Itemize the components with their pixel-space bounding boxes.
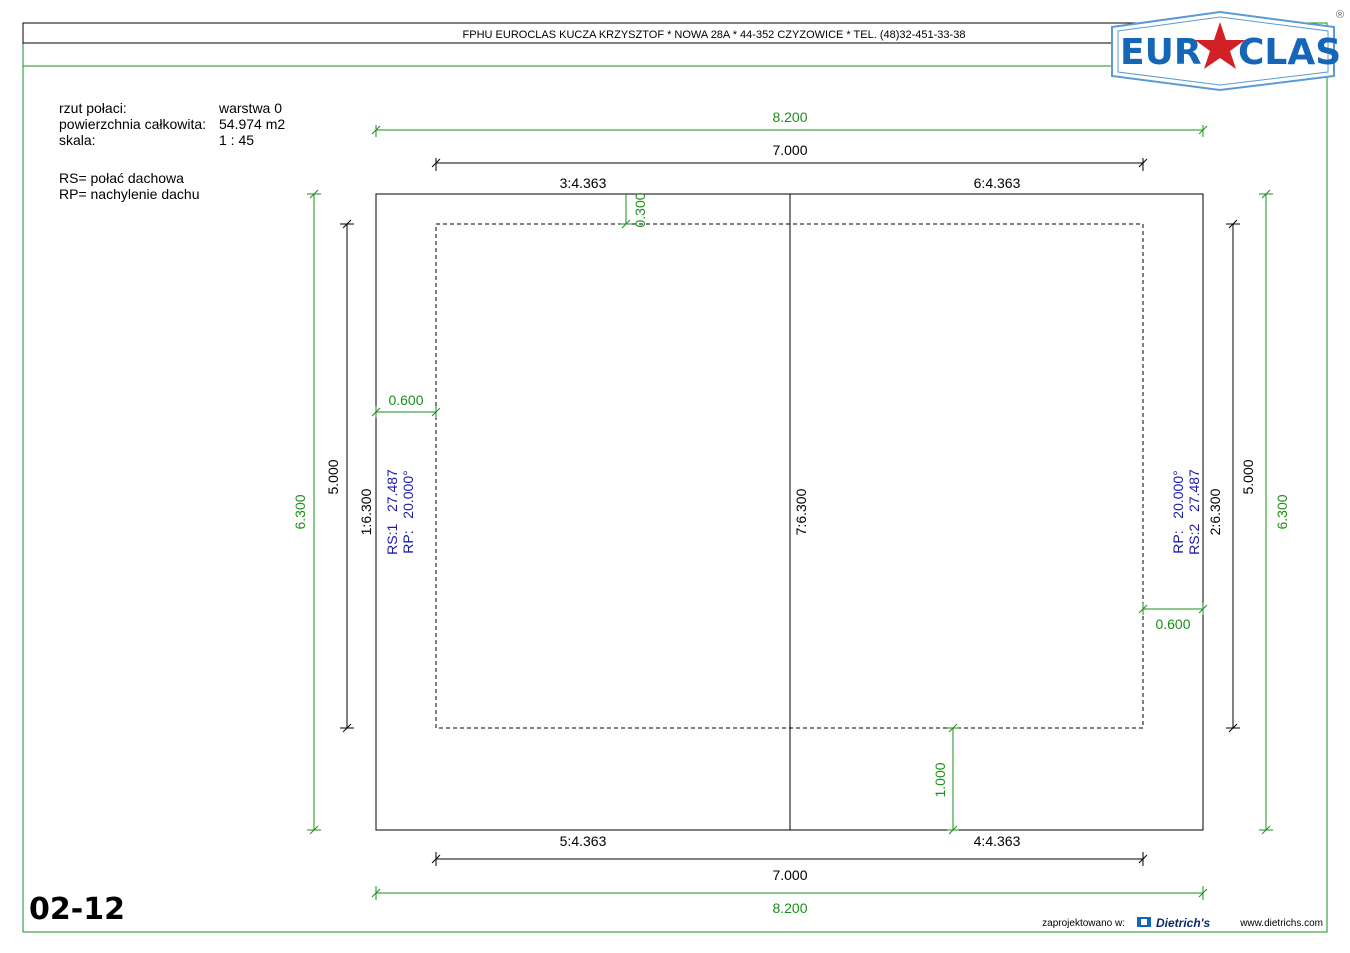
website: www.dietrichs.com xyxy=(1239,918,1323,929)
drawing-frame xyxy=(22,22,1328,933)
dim-left-outer-label: 6.300 xyxy=(292,494,308,529)
logo-text-right: CLAS xyxy=(1238,32,1341,73)
dim-top-inner xyxy=(431,158,1148,171)
label-rzut: rzut połaci: xyxy=(59,100,127,116)
dim-left-inner xyxy=(340,219,354,733)
edge-1-label: 1:6.300 xyxy=(358,488,374,535)
dim-top-outer xyxy=(371,125,1208,137)
surface-2-rp: RP: 20.000° xyxy=(1170,470,1186,553)
edge-5-label: 5:4.363 xyxy=(560,833,607,849)
dim-overhang-top-label: 0.300 xyxy=(632,192,648,227)
dim-bottom-outer-label: 8.200 xyxy=(772,900,807,916)
legend-rs: RS= połać dachowa xyxy=(59,170,184,186)
dim-top-inner-label: 7.000 xyxy=(772,142,807,158)
sheet-number: 02-12 xyxy=(29,892,125,927)
dim-overhang-right xyxy=(1138,603,1208,615)
surface-2-rs: RS:2 27.487 xyxy=(1186,469,1202,555)
surface-1-rs: RS:1 27.487 xyxy=(384,469,400,555)
registered-mark: ® xyxy=(1336,9,1344,21)
label-area: powierzchnia całkowita: xyxy=(59,116,206,132)
logo-star-icon xyxy=(1195,22,1245,69)
dim-right-inner xyxy=(1226,219,1240,733)
dim-right-outer xyxy=(1259,189,1273,835)
dim-bottom-outer xyxy=(371,886,1208,900)
edge-4-label: 4:4.363 xyxy=(974,833,1021,849)
edge-2-label: 2:6.300 xyxy=(1207,488,1223,535)
wall-outline-dashed xyxy=(435,223,1144,729)
edge-6-label: 6:4.363 xyxy=(974,175,1021,191)
value-area: 54.974 m2 xyxy=(219,116,285,132)
dim-left-inner-label: 5.000 xyxy=(325,459,341,494)
logo-text-left: EUR xyxy=(1120,32,1202,73)
dim-right-outer-label: 6.300 xyxy=(1274,494,1290,529)
euroclas-logo: EUR CLAS xyxy=(1111,10,1341,92)
dim-overhang-right-label: 0.600 xyxy=(1155,616,1190,632)
dietrichs-logo-icon xyxy=(1137,917,1151,927)
value-rzut: warstwa 0 xyxy=(218,100,282,116)
dim-overhang-top xyxy=(620,194,632,229)
legend-rp: RP= nachylenie dachu xyxy=(59,186,200,202)
edge-3-label: 3:4.363 xyxy=(560,175,607,191)
dim-overhang-bottom xyxy=(947,723,959,835)
edge-7-label: 7:6.300 xyxy=(793,488,809,535)
dim-left-outer xyxy=(307,189,321,835)
surface-1-rp: RP: 20.000° xyxy=(400,470,416,553)
dim-bottom-inner-label: 7.000 xyxy=(772,867,807,883)
label-scale: skala: xyxy=(59,132,96,148)
dim-overhang-bottom-label: 1.000 xyxy=(932,762,948,797)
company-line: FPHU EUROCLAS KUCZA KRZYSZTOF * NOWA 28A… xyxy=(463,29,966,41)
designed-with-label: zaprojektowano w: xyxy=(1042,918,1125,929)
software-name: Dietrich's xyxy=(1156,916,1211,930)
dim-bottom-inner xyxy=(431,852,1148,866)
dim-overhang-left xyxy=(371,406,441,418)
value-scale: 1 : 45 xyxy=(219,132,254,148)
dim-top-outer-label: 8.200 xyxy=(772,109,807,125)
dim-right-inner-label: 5.000 xyxy=(1240,459,1256,494)
dim-overhang-left-label: 0.600 xyxy=(388,392,423,408)
